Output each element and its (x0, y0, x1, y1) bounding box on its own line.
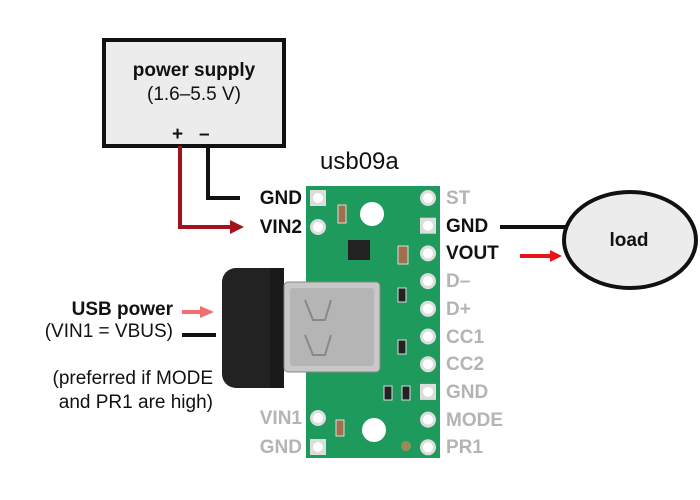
resistor (383, 385, 393, 401)
resistor (401, 385, 411, 401)
pin-label: D+ (446, 298, 471, 320)
note-line-2: and PR1 are high) (58, 392, 213, 413)
pin-label: GND (446, 381, 489, 403)
capacitor (337, 204, 347, 224)
positive-wire-supply (178, 146, 232, 229)
pin-hole (313, 413, 323, 423)
pin-hole (423, 220, 433, 231)
usb-power-subtitle: (VIN1 = VBUS) (44, 321, 173, 342)
usb-power-note: (preferred if MODE and PR1 are high) (53, 367, 213, 415)
via (401, 441, 411, 451)
pin-hole (423, 386, 433, 397)
pin-label: CC2 (446, 354, 485, 376)
resistor (397, 339, 407, 355)
usb-plug-body (222, 268, 284, 388)
power-supply-range: (1.6–5.5 V) (147, 84, 241, 105)
receptacle-inner (290, 288, 374, 366)
pin-hole (423, 193, 433, 203)
capacitor (397, 245, 409, 265)
vout-arrowhead (550, 250, 562, 262)
receptacle-mark (304, 299, 332, 321)
pin-label-gnd: GND (259, 188, 302, 209)
pin-hole (423, 331, 433, 342)
note-line-1: (preferred if MODE (52, 368, 213, 389)
pin-hole (313, 442, 323, 452)
usb-power-arrowhead (200, 306, 214, 318)
board-name: usb09a (320, 148, 399, 175)
pin-hole (313, 193, 323, 203)
pin-label: D– (446, 271, 471, 293)
load-label: load (609, 230, 649, 251)
pin-label-vin2: VIN2 (259, 217, 302, 238)
power-supply-box (102, 38, 286, 148)
power-supply-minus: – (199, 124, 210, 145)
ground-wire-supply (206, 146, 240, 200)
usb-plug-shade (270, 268, 284, 388)
pin-label: GND (446, 215, 489, 237)
pin-label: CC1 (446, 326, 485, 348)
load-ellipse (562, 190, 698, 290)
power-supply-plus: + (172, 124, 184, 145)
pin-hole (313, 222, 323, 232)
pin-label: VOUT (446, 243, 499, 265)
resistor (397, 287, 407, 303)
pin-hole (423, 442, 433, 453)
pin-label: PR1 (446, 437, 483, 459)
pin-hole (423, 359, 433, 370)
right-pin-pads (420, 190, 436, 456)
pin-hole (423, 248, 433, 259)
capacitor (335, 419, 345, 437)
receptacle-mark (304, 334, 332, 356)
pin-label-vin1: VIN1 (259, 408, 302, 429)
usb-power-title: USB power (71, 299, 173, 320)
pin-hole (423, 276, 433, 287)
ic-chip (348, 240, 370, 260)
mounting-hole (360, 202, 384, 226)
pin-label: ST (446, 188, 471, 209)
pin-label-gnd-bottom: GND (259, 437, 302, 458)
pin-hole (423, 303, 433, 314)
positive-arrowhead (230, 220, 244, 234)
power-supply-title: power supply (132, 60, 256, 81)
pin-hole (423, 414, 433, 425)
pin-label: MODE (446, 409, 503, 431)
mounting-hole (362, 418, 386, 442)
